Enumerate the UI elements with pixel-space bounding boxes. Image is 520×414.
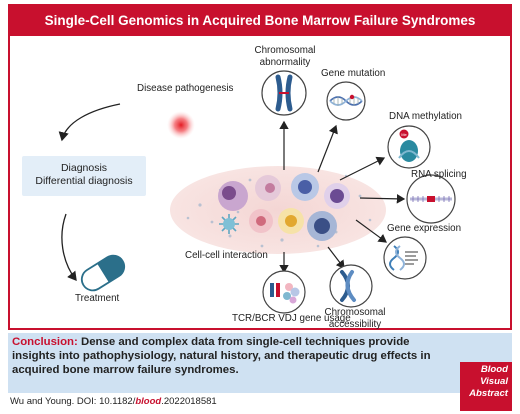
gene-expression-icon [383, 236, 427, 280]
chromosome-icon [261, 70, 307, 116]
pathogenesis-label: Disease pathogenesis [137, 83, 234, 94]
methylation-icon: Me [387, 125, 431, 169]
differential-diagnosis-label: Differential diagnosis [35, 175, 133, 187]
cell-cluster-icon [170, 166, 386, 254]
citation-authors: Wu and Young. DOI: 10.1182/ [10, 396, 136, 407]
chromosomal-abnormality-line2: abnormality [259, 57, 311, 68]
diagnosis-box: Diagnosis Differential diagnosis [22, 156, 146, 196]
conclusion-body: Dense and complex data from single-cell … [12, 336, 431, 376]
diagnosis-label: Diagnosis [60, 162, 108, 174]
badge-line2: Visual [480, 376, 508, 387]
gene-expression-label: Gene expression [387, 223, 462, 234]
conclusion-text: Conclusion: Dense and complex data from … [12, 335, 452, 377]
rna-strand-icon [406, 174, 456, 224]
gene-mutation-label: Gene mutation [321, 68, 386, 79]
pathogen-icon [167, 111, 195, 139]
blood-visual-abstract-badge: Blood Visual Abstract [460, 362, 512, 411]
accessibility-chromosome-icon [329, 264, 373, 308]
chromosomal-accessibility-label: Chromosomal accessibility [320, 307, 390, 331]
badge-line3: Abstract [469, 388, 508, 399]
badge-line1: Blood [480, 364, 508, 375]
citation: Wu and Young. DOI: 10.1182/blood.2022018… [10, 396, 217, 407]
treatment-label: Treatment [75, 293, 120, 304]
cell-cell-interaction-label: Cell-cell interaction [185, 250, 268, 261]
citation-doi: .2022018581 [161, 396, 217, 407]
chromosomal-accessibility-line1: Chromosomal [324, 307, 386, 318]
svg-text:Me: Me [401, 132, 407, 137]
conclusion-panel [8, 333, 512, 393]
conclusion-keyword: Conclusion: [12, 336, 78, 348]
tcr-bcr-label: TCR/BCR VDJ gene usage [232, 313, 351, 324]
chromosomal-abnormality-line1: Chromosomal [254, 45, 316, 56]
chromosomal-abnormality-label: Chromosomal abnormality [240, 45, 330, 69]
rna-splicing-label: RNA splicing [411, 169, 467, 180]
capsule-icon [80, 254, 126, 292]
dna-helix-icon [326, 81, 366, 121]
citation-journal: blood [135, 396, 162, 407]
dna-methylation-label: DNA methylation [389, 111, 462, 122]
page-title: Single-Cell Genomics in Acquired Bone Ma… [10, 6, 510, 36]
output-arrows [279, 120, 406, 274]
pathogenesis-to-diagnosis-arrow [58, 103, 121, 142]
diagnosis-to-treatment-arrow [61, 213, 77, 282]
receptor-cells-icon [262, 270, 306, 314]
chromosomal-accessibility-line2: accessibility [328, 319, 382, 330]
